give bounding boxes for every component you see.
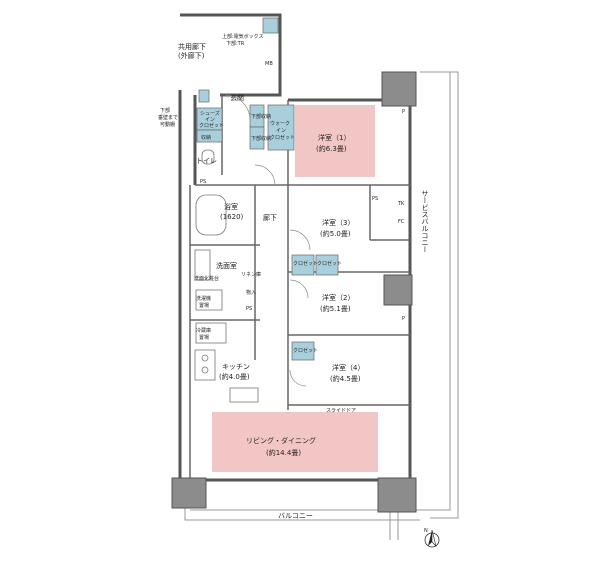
tk-label: TK	[397, 201, 405, 207]
ps-label-3: PS	[372, 196, 378, 202]
slide-door-label: スライドドア	[326, 408, 356, 414]
living-dining-size: (約14.4畳)	[266, 448, 301, 457]
fridge-label: 冷蔵庫	[196, 327, 211, 334]
linen-label: リネン庫	[241, 271, 261, 278]
room3-name: 洋室（3）	[322, 218, 354, 227]
north-label: N	[424, 528, 428, 534]
kitchen-size-label: (約4.0畳)	[219, 372, 250, 381]
closet-room3-a	[291, 254, 315, 276]
lower-frame-label: 下部	[160, 107, 170, 114]
washer-label: 洗濯機	[196, 295, 211, 302]
fridge-sub-label: 置場	[199, 334, 209, 341]
wic-label: ウォーク	[270, 120, 290, 127]
wic-label-2: イン	[276, 128, 286, 134]
shoe-closet-label-2: イン	[205, 117, 215, 123]
living-dining-name: リビング・ダイニング	[246, 436, 316, 445]
corridor-label: 廊下	[263, 213, 277, 222]
bath-label: 浴室	[224, 202, 238, 211]
columns	[171, 71, 417, 513]
dining-counter	[229, 387, 259, 403]
kitchen-counter	[194, 349, 216, 381]
service-balcony-label: サービスバルコニー	[421, 190, 429, 253]
washer-space	[195, 289, 223, 311]
balcony-label: バルコニー	[278, 512, 313, 520]
north-compass: N	[424, 528, 440, 548]
vanity-unit	[194, 249, 211, 281]
common-corridor-sub-label: (外廊下)	[178, 51, 205, 60]
room1-name: 洋室（1）	[318, 133, 350, 142]
storage-wash-label: 物入	[246, 289, 256, 296]
door-swings	[224, 94, 311, 387]
walk-in-closet	[267, 104, 295, 151]
room3-size: (約5.0畳)	[320, 229, 351, 238]
toilet-label: トイレ	[196, 157, 217, 165]
meter-box	[262, 17, 279, 34]
column-bottom-right	[377, 477, 417, 513]
washer-sub-label: 置場	[199, 302, 209, 309]
outer-walls	[178, 13, 412, 482]
toilet-fixture	[201, 149, 215, 165]
stove-burner-2	[201, 366, 209, 374]
closets	[196, 17, 339, 361]
shoe-closet-label: シューズ	[200, 110, 220, 117]
closet-room4	[291, 341, 315, 361]
lower-storage-label-a: 下部収納	[251, 113, 271, 120]
small-storage-label: 収納	[201, 134, 211, 141]
fc-label: FC	[398, 219, 405, 225]
entrance-label: 玄関	[230, 93, 244, 102]
ps-label-2: PS	[246, 306, 252, 312]
room4-name: 洋室（4）	[332, 363, 364, 372]
washroom-label: 洗面室	[216, 261, 237, 270]
lower-storage-label-b: 下部収納	[251, 135, 271, 142]
fridge-space	[195, 322, 227, 344]
meter-box-sub-label: 下部:TR	[226, 40, 245, 47]
lower-frame-label-2: 垂壁まで	[158, 114, 178, 121]
bathtub	[195, 194, 227, 236]
fixtures	[194, 149, 259, 403]
p-label-1: P	[402, 109, 405, 115]
ps-label-1: PS	[200, 179, 206, 185]
shoe-closet-label-3: クロゼット	[199, 122, 224, 129]
lower-storage-b	[249, 126, 265, 150]
vanity-label: 洗面化粧台	[194, 275, 219, 282]
kitchen-label: キッチン	[222, 363, 250, 371]
entrance-storage	[198, 89, 210, 103]
north-arrow-icon	[428, 530, 432, 546]
column-bottom-left	[171, 477, 207, 509]
small-storage	[196, 129, 223, 143]
living-dining-notch	[212, 412, 272, 472]
western-room-1-fill	[295, 105, 375, 177]
north-arrow-icon-half	[431, 529, 437, 547]
room2-name: 洋室（2）	[322, 293, 354, 302]
closet-a-label: クロゼット	[293, 260, 318, 267]
room1-size: (約6.3畳)	[316, 144, 347, 153]
column-top-right	[381, 71, 417, 107]
closet-c-label: クロゼット	[293, 347, 318, 354]
closet-room3-b	[315, 254, 339, 276]
p-label-2: P	[402, 316, 405, 322]
wic-label-3: クロゼット	[270, 134, 295, 141]
closet-b-label: クロゼット	[317, 260, 342, 267]
common-corridor-label: 共用廊下	[178, 42, 206, 51]
room2-size: (約5.1畳)	[320, 304, 351, 313]
column-mid-right	[383, 274, 413, 306]
lower-frame-label-3: 可動棚	[160, 121, 175, 128]
bath-size-label: (1620)	[220, 213, 244, 221]
room4-size: (約4.5畳)	[330, 374, 361, 383]
meter-box-label: 上部:電気ボックス	[222, 33, 264, 40]
mb-label: MB	[265, 61, 273, 67]
stove-burner	[201, 354, 209, 362]
